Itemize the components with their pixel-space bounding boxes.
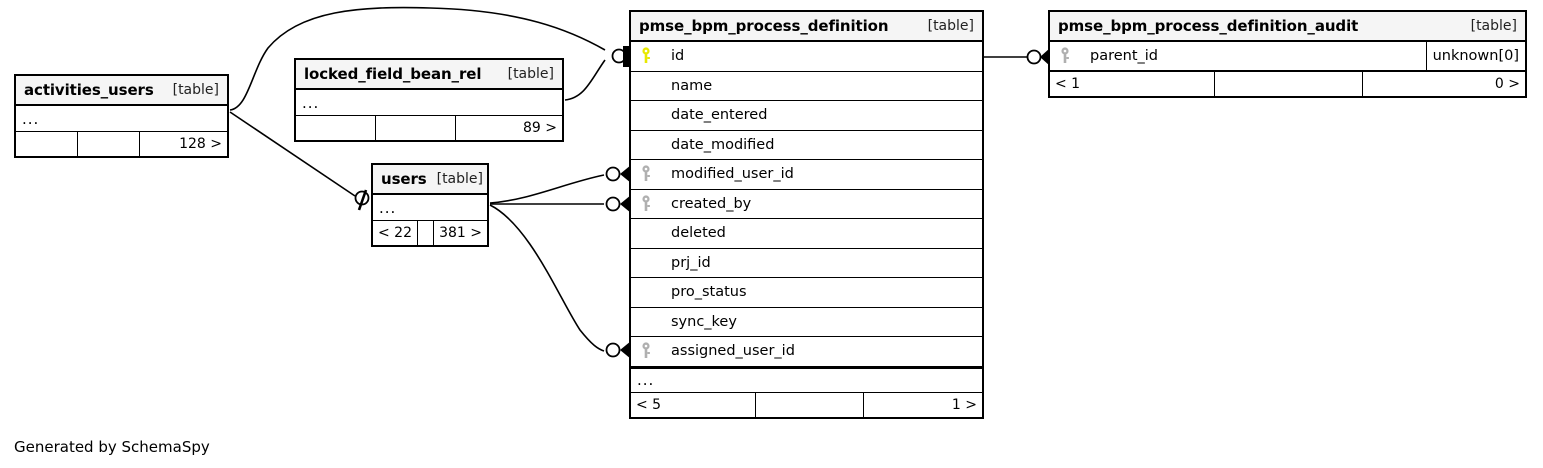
table-tag: [table] [507,66,554,82]
table-title: pmse_bpm_process_definition_audit [1058,17,1359,35]
table-row-ellipsis: ... [631,366,982,393]
table-row[interactable]: assigned_user_id [631,337,982,367]
footer-right: 0 > [1494,75,1520,92]
table-header-users: users [table] [373,165,487,195]
generator-credit: Generated by SchemaSpy [14,438,210,456]
table-title: activities_users [24,81,154,99]
footer-left [16,132,78,156]
column-name: assigned_user_id [671,343,795,360]
foreign-key-icon [642,195,650,211]
footer-middle [376,116,456,140]
connector-circle-id [611,48,627,64]
table-footer-locked-field-bean-rel: 89 > [296,116,562,140]
column-name: created_by [671,195,752,212]
table-row[interactable]: parent_id unknown[0] [1050,42,1525,72]
table-row[interactable]: created_by [631,189,982,219]
table-footer-activities-users: 128 > [16,132,227,156]
table-activities-users[interactable]: activities_users [table] ... 128 > [14,74,229,158]
table-title: users [381,170,427,188]
column-name: sync_key [671,313,737,330]
column-key-indicator [631,195,661,213]
primary-key-icon [642,47,650,64]
table-title: locked_field_bean_rel [304,65,482,83]
column-name: name [671,77,713,94]
column-type: unknown[0] [1425,42,1525,70]
table-footer-pmse-bpm-process-definition: < 5 1 > [631,392,982,417]
table-title: pmse_bpm_process_definition [639,17,889,35]
connector-circle-audit-parent-id [1026,49,1042,65]
table-row[interactable]: pro_status [631,278,982,308]
table-header-pmse-bpm-process-definition-audit: pmse_bpm_process_definition_audit [table… [1050,12,1525,42]
table-footer-pmse-bpm-process-definition-audit: < 1 0 > [1050,71,1525,96]
table-row[interactable]: modified_user_id [631,160,982,190]
table-locked-field-bean-rel[interactable]: locked_field_bean_rel [table] ... 89 > [294,58,564,142]
table-row[interactable]: date_modified [631,130,982,160]
edge-users-to-assigned-user-id [489,204,605,352]
table-columns-pmse-bpm-process-definition: id name date_entered date_modified modified_… [631,42,982,367]
table-tag: [table] [1470,18,1517,34]
column-name: id [671,48,685,65]
table-row-ellipsis: ... [373,195,487,221]
table-tag: [table] [436,171,483,187]
table-header-activities-users: activities_users [table] [16,76,227,106]
table-row[interactable]: sync_key [631,307,982,337]
column-name: modified_user_id [671,166,794,183]
table-row[interactable]: deleted [631,219,982,249]
column-name: date_entered [671,107,768,124]
table-row[interactable]: prj_id [631,248,982,278]
column-name: pro_status [671,284,747,301]
table-users[interactable]: users [table] ... < 22 381 > [371,163,489,247]
foreign-key-icon [642,165,650,182]
footer-left: < 22 [373,221,418,245]
footer-middle [756,392,864,417]
table-tag: [table] [927,18,974,34]
footer-middle [418,221,434,245]
column-name: deleted [671,225,726,242]
footer-middle [78,132,140,156]
column-key-indicator [631,165,661,183]
foreign-key-icon [642,342,650,359]
edge-users-to-modified-user-id [489,174,605,204]
footer-middle [1215,71,1363,96]
footer-right: 381 > [439,225,482,241]
table-tag: [table] [172,82,219,98]
connector-circle-created-by [605,196,621,212]
table-pmse-bpm-process-definition-audit[interactable]: pmse_bpm_process_definition_audit [table… [1048,10,1527,98]
foreign-key-icon [1061,47,1069,63]
footer-left: < 5 [631,392,756,417]
footer-right: 89 > [523,120,557,136]
connector-slash-users [357,189,368,211]
table-header-locked-field-bean-rel: locked_field_bean_rel [table] [296,60,562,90]
column-key-indicator [631,47,661,65]
table-pmse-bpm-process-definition[interactable]: pmse_bpm_process_definition [table] id na… [629,10,984,419]
table-row[interactable]: id [631,42,982,72]
column-name: date_modified [671,136,775,153]
table-row[interactable]: name [631,71,982,101]
table-columns-pmse-bpm-process-definition-audit: parent_id unknown[0] [1050,42,1525,72]
table-row-ellipsis: ... [296,90,562,116]
footer-left: < 1 [1050,71,1215,96]
column-name: parent_id [1090,47,1159,64]
table-header-pmse-bpm-process-definition: pmse_bpm_process_definition [table] [631,12,982,42]
column-key-indicator [631,342,661,360]
connector-circle-modified-user-id [605,166,621,182]
table-footer-users: < 22 381 > [373,221,487,245]
footer-left [296,116,376,140]
column-key-indicator [1050,47,1080,65]
edge-locked-field-bean-rel-to-id [564,59,606,101]
column-name: prj_id [671,254,711,271]
connector-circle-users [354,190,370,206]
connector-circle-assigned-user-id [605,342,621,358]
footer-right: 128 > [179,136,222,152]
footer-right: 1 > [951,396,977,413]
table-row-ellipsis: ... [16,106,227,132]
table-row[interactable]: date_entered [631,101,982,131]
